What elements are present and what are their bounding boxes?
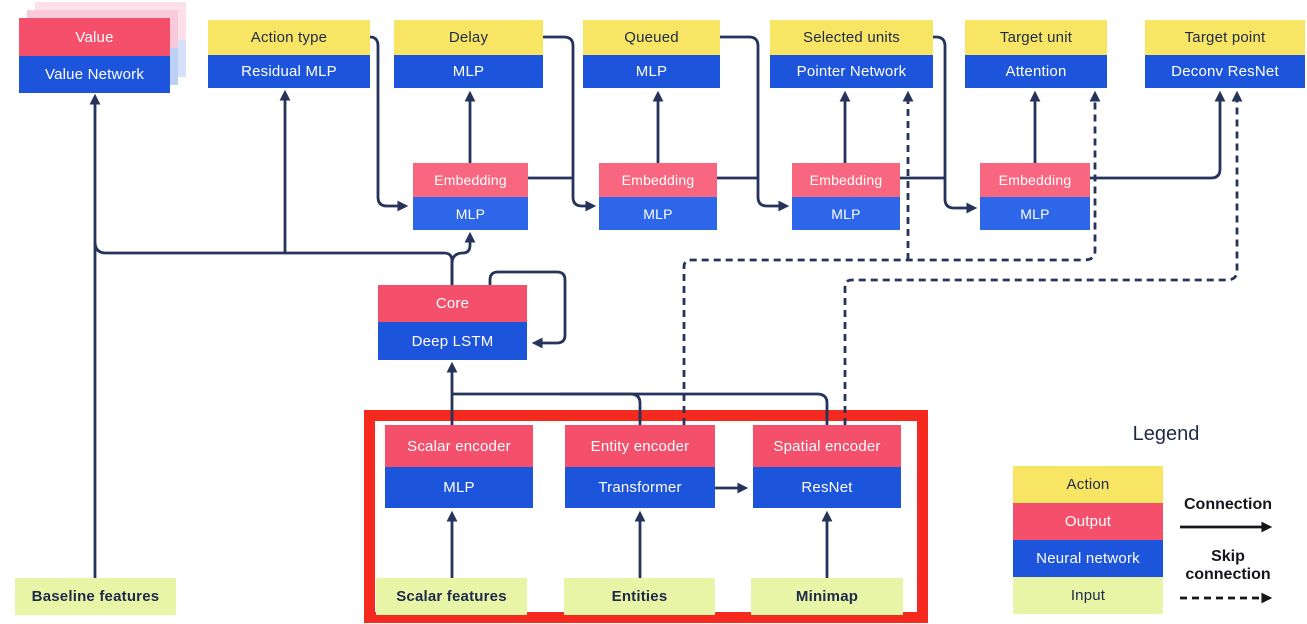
node-scalar-encoder: Scalar encoder MLP — [385, 425, 533, 508]
node-queued: Queued MLP — [583, 20, 720, 88]
node-selected-units-network-label: Pointer Network — [770, 55, 933, 88]
node-entity-encoder: Entity encoder Transformer — [565, 425, 715, 508]
node-entities-label: Entities — [564, 578, 715, 615]
node-minimap: Minimap — [751, 578, 903, 615]
node-core-network-label: Deep LSTM — [378, 322, 527, 360]
node-target-unit-label: Target unit — [965, 20, 1107, 55]
legend-swatches: Action Output Neural network Input — [1013, 466, 1163, 614]
skip-entity-encoder-to-attention — [682, 90, 1101, 425]
legend-item-output: Output — [1013, 503, 1163, 540]
node-embedding-3-network-label: MLP — [792, 197, 900, 230]
node-queued-label: Queued — [583, 20, 720, 55]
node-embedding-1-label: Embedding — [413, 163, 528, 197]
node-core-label: Core — [378, 285, 527, 322]
node-baseline-features-label: Baseline features — [15, 578, 176, 615]
node-action-type-label: Action type — [208, 20, 370, 55]
node-scalar-encoder-network-label: MLP — [385, 467, 533, 508]
node-target-point: Target point Deconv ResNet — [1145, 20, 1305, 88]
node-entity-encoder-label: Entity encoder — [565, 425, 715, 467]
node-spatial-encoder: Spatial encoder ResNet — [753, 425, 901, 508]
edge-delay-to-embedding-2 — [543, 35, 597, 212]
legend-connection-label: Connection — [1184, 496, 1272, 513]
node-entity-encoder-network-label: Transformer — [565, 467, 715, 508]
node-entities: Entities — [564, 578, 715, 615]
node-minimap-label: Minimap — [751, 578, 903, 615]
node-value-network-label: Value Network — [19, 56, 170, 93]
node-target-unit-network-label: Attention — [965, 55, 1107, 88]
node-target-point-network-label: Deconv ResNet — [1145, 55, 1305, 88]
node-action-type: Action type Residual MLP — [208, 20, 370, 88]
node-embedding-3: Embedding MLP — [792, 163, 900, 230]
node-embedding-2-label: Embedding — [599, 163, 717, 197]
node-core: Core Deep LSTM — [378, 285, 527, 360]
node-embedding-4-network-label: MLP — [980, 197, 1090, 230]
node-embedding-1: Embedding MLP — [413, 163, 528, 230]
node-target-point-label: Target point — [1145, 20, 1305, 55]
skip-spatial-encoder-to-deconv-resnet — [843, 90, 1243, 425]
legend-item-neural-network: Neural network — [1013, 540, 1163, 577]
node-spatial-encoder-network-label: ResNet — [753, 467, 901, 508]
node-delay-network-label: MLP — [394, 55, 543, 88]
legend-title: Legend — [1132, 423, 1200, 445]
node-embedding-4-label: Embedding — [980, 163, 1090, 197]
node-embedding-2: Embedding MLP — [599, 163, 717, 230]
node-baseline-features: Baseline features — [15, 578, 176, 615]
node-target-unit: Target unit Attention — [965, 20, 1107, 88]
node-selected-units-label: Selected units — [770, 20, 933, 55]
edge-core-to-left-junction — [93, 241, 454, 285]
node-action-type-network-label: Residual MLP — [208, 55, 370, 88]
legend-skip-connection-label: Skip connection — [1185, 548, 1271, 583]
node-embedding-1-network-label: MLP — [413, 197, 528, 230]
node-delay-label: Delay — [394, 20, 543, 55]
node-selected-units: Selected units Pointer Network — [770, 20, 933, 88]
edge-selected-units-to-embedding-4 — [933, 35, 978, 214]
node-spatial-encoder-label: Spatial encoder — [753, 425, 901, 467]
node-scalar-features-label: Scalar features — [376, 578, 527, 615]
node-scalar-features: Scalar features — [376, 578, 527, 615]
node-value: Value Value Network — [19, 18, 170, 93]
node-scalar-encoder-label: Scalar encoder — [385, 425, 533, 467]
node-embedding-2-network-label: MLP — [599, 197, 717, 230]
legend-item-input: Input — [1013, 577, 1163, 614]
edge-core-to-embedding-1 — [450, 231, 476, 285]
edge-embedding-4-to-deconv-resnet — [1090, 90, 1226, 180]
node-queued-network-label: MLP — [583, 55, 720, 88]
node-embedding-4: Embedding MLP — [980, 163, 1090, 230]
node-embedding-3-label: Embedding — [792, 163, 900, 197]
node-value-output-label: Value — [19, 18, 170, 56]
node-delay: Delay MLP — [394, 20, 543, 88]
legend-item-action: Action — [1013, 466, 1163, 503]
